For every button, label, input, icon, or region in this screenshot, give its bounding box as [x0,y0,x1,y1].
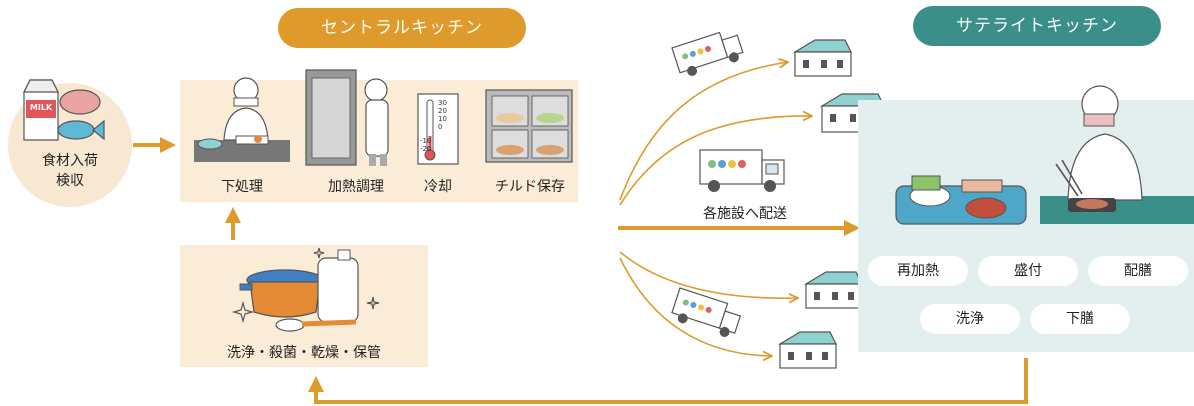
arrow-delivery-1 [619,62,788,201]
delivery-truck-icon [671,287,742,337]
task-serving: 配膳 [1088,256,1188,286]
task-reheat: 再加熱 [868,256,968,286]
wash-step-label: 洗浄・殺菌・乾燥・保管 [227,345,381,361]
task-plating: 盛付 [978,256,1078,286]
step-cooking-label: 加熱調理 [328,179,384,195]
thermometer-tick: -20 [420,145,431,153]
arrow-delivery-3 [619,251,798,298]
meal-tray-icon [895,175,1027,225]
prep-chef-icon [194,77,290,162]
receiving-label-line2: 検収 [56,173,84,189]
meat-icon [59,89,101,115]
chilled-fridge-icon [485,89,573,163]
cooking-chef-icon [305,69,389,166]
delivery-label: 各施設へ配送 [703,206,787,222]
thermometer-tick: 10 [438,115,447,123]
ladle-icon [275,318,357,332]
delivery-truck-icon [699,149,785,192]
thermometer-ticks: 30 20 10 0 -10 -20 [420,99,447,153]
pot-icon [239,269,331,318]
satellite-kitchen-panel [858,100,1194,352]
arrow-delivery-2 [619,116,812,206]
sparkle-icon [231,247,380,324]
facility-building-icon [777,331,837,369]
milk-carton-icon [23,79,59,141]
receiving-label-line1: 食材入荷 [42,153,98,169]
arrow-delivery-4 [619,257,772,356]
step-chilled-storage-label: チルド保存 [495,179,565,195]
facility-building-icon [803,271,863,309]
task-washing: 洗浄 [920,304,1020,334]
detergent-bottle-icon [317,249,359,323]
satellite-kitchen-title: サテライトキッチン [913,6,1161,46]
fish-icon [57,119,105,141]
thermometer-icon [417,93,459,165]
delivery-truck-icon [671,31,744,76]
facility-building-icon [792,39,852,77]
central-kitchen-title: セントラルキッチン [278,8,526,48]
milk-label: MILK [29,103,53,112]
step-prep-label: 下処理 [221,179,263,195]
thermometer-tick: -10 [420,137,431,145]
arrow-return-to-wash [308,358,1028,404]
step-cooling-label: 冷却 [424,179,452,195]
thermometer-tick: 0 [438,123,442,131]
thermometer-tick: 20 [438,107,447,115]
serving-chef-icon [1040,85,1194,224]
thermometer-tick: 30 [438,99,447,107]
task-clearing: 下膳 [1030,304,1130,334]
